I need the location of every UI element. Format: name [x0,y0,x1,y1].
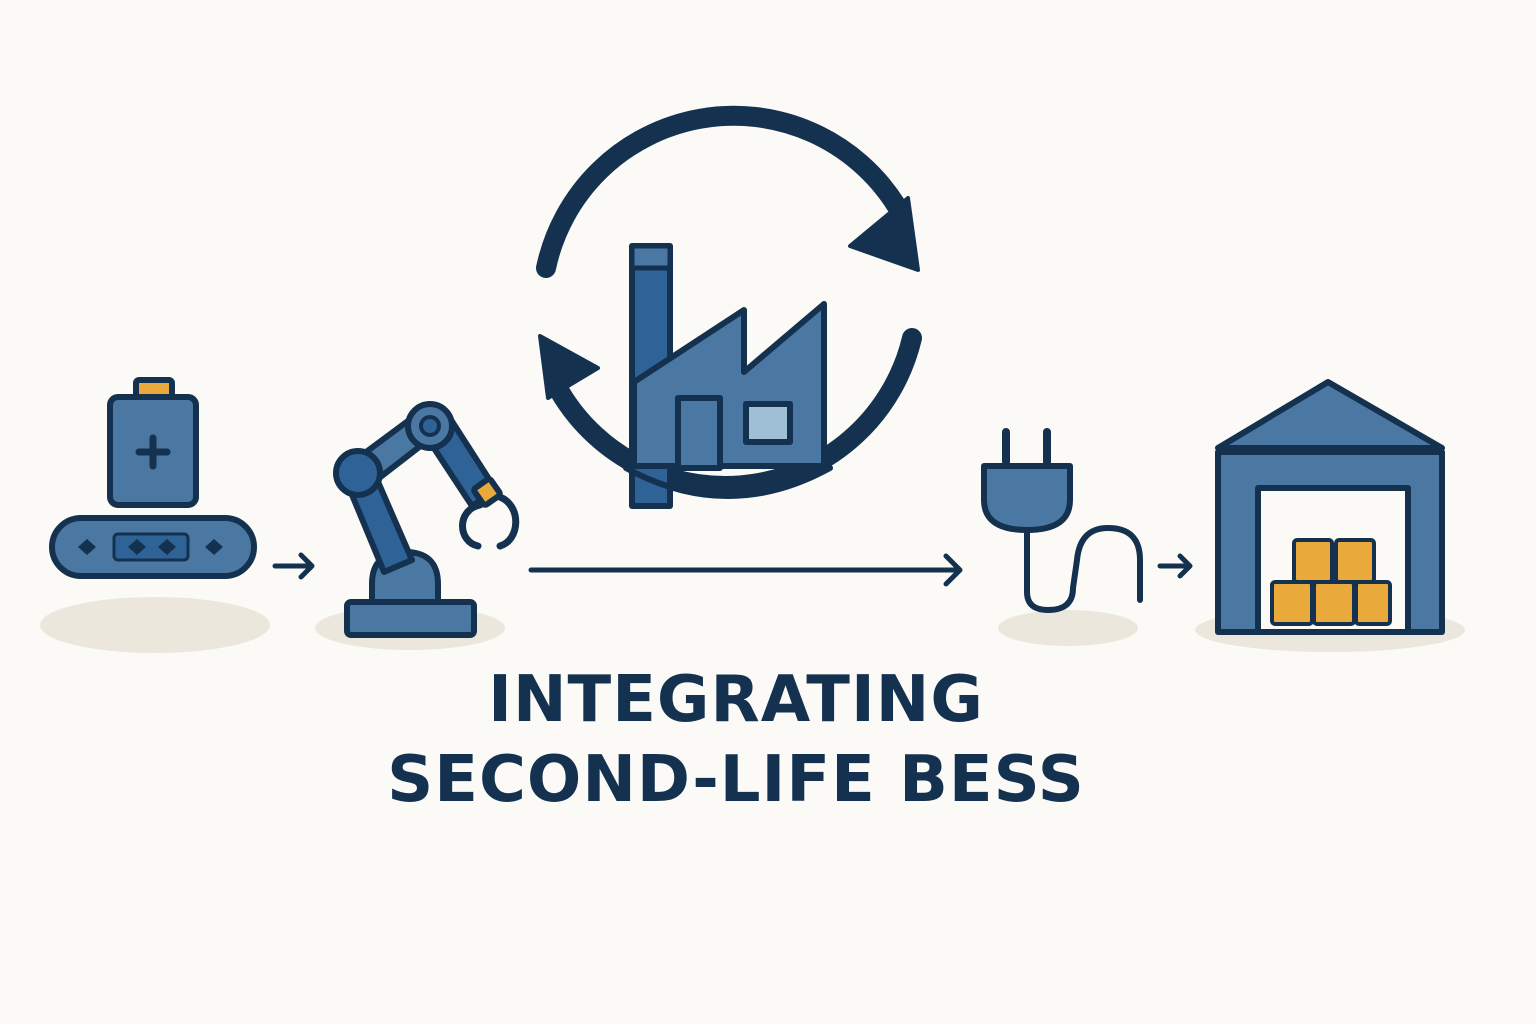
warehouse-icon [1215,379,1445,635]
recycle-cycle-icon [536,105,922,496]
flow-arrow-1 [272,552,315,580]
robot-arm-icon [333,401,520,638]
battery-icon [107,377,199,508]
factory-icon [623,243,833,509]
title-line-2: SECOND-LIFE BESS [387,743,1085,817]
flow-arrow-long [528,553,963,587]
conveyor-belt-icon [49,515,257,579]
power-plug-icon [981,428,1143,613]
flow-arrow-2 [1157,553,1193,579]
title-line-1: INTEGRATING [488,663,984,737]
diagram-title: INTEGRATING SECOND-LIFE BESS [368,660,1104,820]
